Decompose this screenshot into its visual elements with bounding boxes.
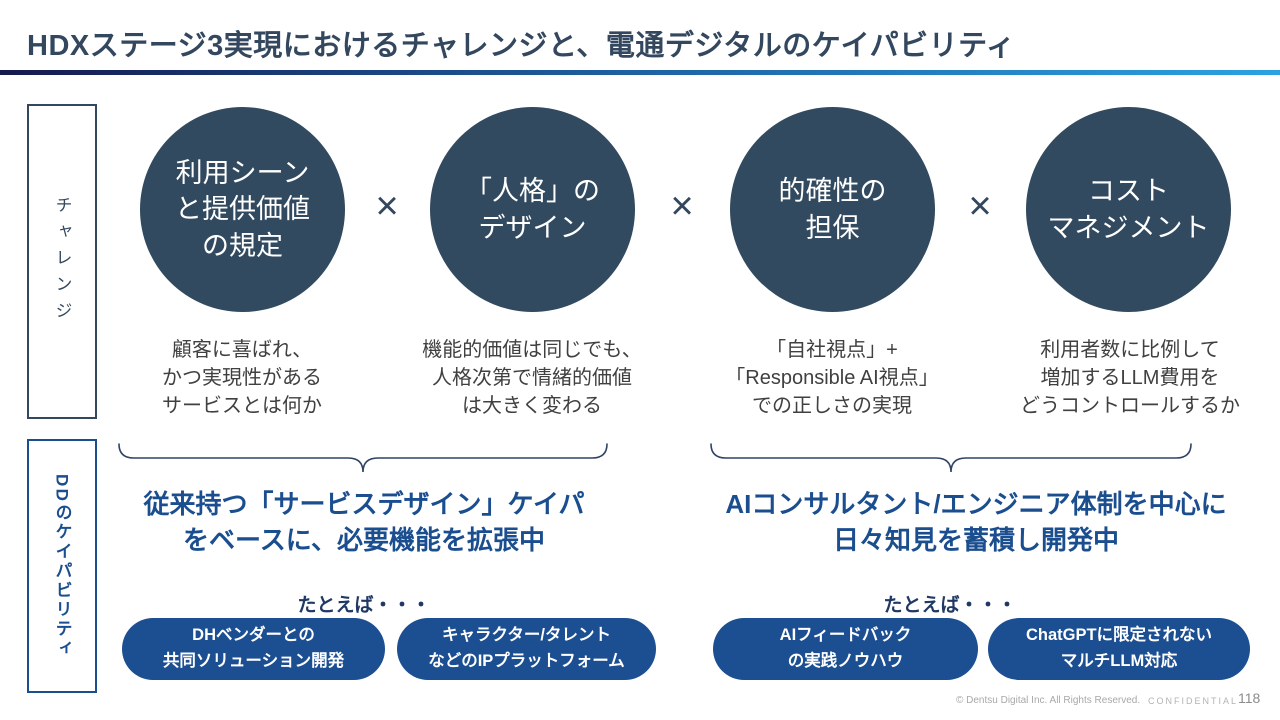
pill-label: ChatGPTに限定されない マルチLLM対応 [1025, 626, 1213, 670]
capability-pill-3: AIフィードバック の実践ノウハウ [713, 618, 978, 680]
challenge-circle-2: 「人格」の デザイン [430, 107, 635, 312]
page-title: HDXステージ3実現におけるチャレンジと、電通デジタルのケイパビリティ [27, 30, 1016, 62]
capability-heading-left: 従来持つ「サービスデザイン」ケイパ をベースに、必要機能を拡張中 [143, 489, 585, 555]
multiply-icon: × [670, 184, 694, 228]
example-label-right: たとえば・・・ [883, 595, 1017, 616]
multiply-icon: × [375, 184, 399, 228]
title-underline [0, 70, 1280, 75]
circle-label: 的確性の 担保 [778, 176, 887, 243]
group-brace-left-icon [118, 443, 608, 473]
pill-label: キャラクター/タレント などのIPプラットフォーム [428, 626, 625, 670]
challenge-circle-1: 利用シーン と提供価値 の規定 [140, 107, 345, 312]
challenge-description-3: 「自社視点」+ 「Responsible AI視点」 での正しさの実現 [725, 339, 939, 417]
circle-label: 利用シーン と提供価値 の規定 [175, 157, 310, 261]
challenge-description-1: 顧客に喜ばれ、 かつ実現性がある サービスとは何か [162, 339, 322, 417]
circle-label: 「人格」の デザイン [465, 176, 600, 243]
capability-pill-2: キャラクター/タレント などのIPプラットフォーム [397, 618, 656, 680]
capability-heading-right: AIコンサルタント/エンジニア体制を中心に 日々知見を蓄積し開発中 [725, 489, 1227, 555]
capability-pill-1: DHベンダーとの 共同ソリューション開発 [122, 618, 385, 680]
challenge-description-2: 機能的価値は同じでも、 人格次第で情緒的価値 は大きく変わる [422, 339, 642, 417]
page-number: 118 [1238, 690, 1261, 706]
footer-copyright: © Dentsu Digital Inc. All Rights Reserve… [956, 695, 1141, 706]
group-brace-right-icon [710, 443, 1192, 473]
pill-label: AIフィードバック の実践ノウハウ [779, 626, 912, 670]
example-label-left: たとえば・・・ [297, 595, 431, 616]
sidebar-capability-box: DDのケイパビリティ [27, 439, 97, 693]
capability-vertical-label: DDのケイパビリティ [52, 473, 72, 659]
pill-label: DHベンダーとの 共同ソリューション開発 [162, 626, 345, 670]
sidebar-challenge-box: チャレンジ [27, 104, 97, 419]
capability-pill-4: ChatGPTに限定されない マルチLLM対応 [988, 618, 1250, 680]
challenge-description-4: 利用者数に比例して 増加するLLM費用を どうコントロールするか [1020, 339, 1240, 417]
circle-label: コスト マネジメント [1047, 176, 1210, 243]
multiply-icon: × [968, 184, 992, 228]
challenge-circle-4: コスト マネジメント [1026, 107, 1231, 312]
challenge-vertical-label: チャレンジ [52, 195, 72, 328]
challenge-circle-3: 的確性の 担保 [730, 107, 935, 312]
footer-confidential: CONFIDENTIAL [1148, 696, 1239, 706]
